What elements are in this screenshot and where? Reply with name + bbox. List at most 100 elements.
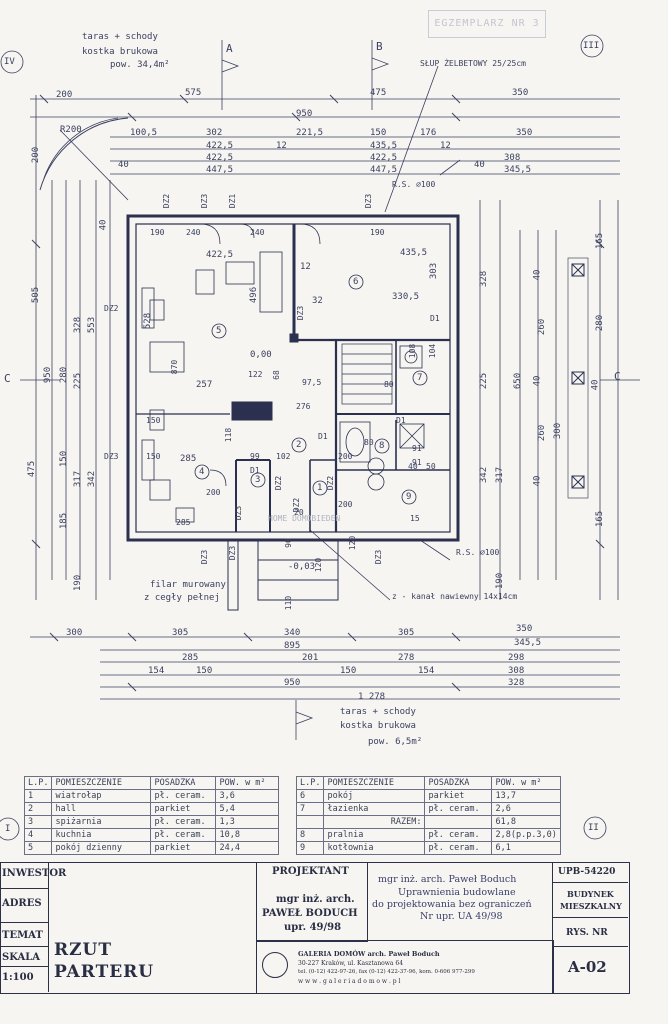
terrace-top-line1: taras + schody xyxy=(82,32,158,42)
room-number: 6 xyxy=(353,277,359,287)
dim-left: 553 xyxy=(87,316,98,334)
terrace-top-line2: kostka brukowa xyxy=(82,47,158,57)
table-header-row: L.P. POMIESZCZENIE POSADZKA POW. w m² xyxy=(23,776,280,790)
dim-top: 302 xyxy=(206,128,223,138)
dim-top: 221,5 xyxy=(296,128,324,138)
cell: spiżarnia xyxy=(51,815,152,829)
cell: 2 xyxy=(23,802,53,816)
dim-top: 422,5 xyxy=(370,153,398,163)
section-label-c-right: C xyxy=(614,370,621,383)
cell: RAZEM: xyxy=(323,815,426,829)
cell: pralnia xyxy=(323,828,426,842)
section-label-b: B xyxy=(376,40,383,53)
room-number: 9 xyxy=(406,492,412,502)
dim-interior: 12 xyxy=(300,262,311,272)
dim-bottom: 328 xyxy=(508,678,525,688)
cell: 9 xyxy=(295,841,325,855)
signature-stamp-1: mgr inż. arch. Paweł Boduch xyxy=(378,874,517,885)
dim-right: 260 xyxy=(537,318,548,336)
terrace-top-line3: pow. 34,4m² xyxy=(110,60,170,70)
room-number: 8 xyxy=(379,441,385,451)
dim-interior: 240 xyxy=(250,228,265,237)
dim-interior: 104 xyxy=(428,343,438,359)
label-investor: INWESTOR xyxy=(2,868,67,879)
dim-interior: 110 xyxy=(284,595,294,611)
dim-bottom: 150 xyxy=(340,666,357,676)
axis-label-ii: II xyxy=(588,823,599,833)
cell: 6,1 xyxy=(491,841,562,855)
dim-top: 200 xyxy=(56,90,73,100)
title-block-right xyxy=(552,862,630,994)
dim-bottom: 350 xyxy=(516,624,533,634)
gallery-logo-icon xyxy=(262,952,288,978)
note-channel: z - kanał nawiewny 14x14cm xyxy=(392,592,518,601)
header-cell: POW. w m² xyxy=(491,776,562,790)
table-header-row: L.P. POMIESZCZENIE POSADZKA POW. w m² xyxy=(295,776,562,790)
dim-left: 225 xyxy=(73,372,84,390)
header-cell: L.P. xyxy=(295,776,325,790)
cell: pł. ceram. xyxy=(150,815,217,829)
dim-bottom: 154 xyxy=(418,666,435,676)
title-block-divider xyxy=(552,946,628,947)
dim-interior: 97,5 xyxy=(302,378,322,387)
dim-right: 342 xyxy=(479,466,490,484)
dim-interior: 276 xyxy=(296,402,311,411)
axis-label-iii: III xyxy=(583,41,600,51)
building-type-2: MIESZKALNY xyxy=(560,901,622,911)
door-label: D1 xyxy=(318,432,328,441)
dim-interior: 50 xyxy=(426,462,436,471)
cell xyxy=(295,815,325,829)
cell: parkiet xyxy=(150,802,217,816)
door-label: D1 xyxy=(430,314,440,323)
dim-bottom: 201 xyxy=(302,653,319,663)
dim-interior: 200 xyxy=(338,500,353,509)
room-number: 4 xyxy=(199,467,205,477)
dim-right: 40 xyxy=(532,269,543,281)
dim-right: 317 xyxy=(495,466,506,484)
dim-bottom: 300 xyxy=(66,628,83,638)
dim-bottom: 150 xyxy=(196,666,213,676)
dim-interior: 200 xyxy=(338,452,353,461)
room-number: 2 xyxy=(296,440,302,450)
dim-top: 100,5 xyxy=(130,128,158,138)
dim-interior: 257 xyxy=(196,380,213,390)
door-label: DZ3 xyxy=(374,549,384,565)
cell: pokój dzienny xyxy=(51,841,152,855)
dim-interior: 20 xyxy=(294,508,304,517)
dim-top: 447,5 xyxy=(206,165,234,175)
dim-bottom: 895 xyxy=(284,641,301,651)
room-number: 5 xyxy=(216,326,222,336)
door-label: DZ3 xyxy=(200,549,210,565)
terrace-bottom-line1: taras + schody xyxy=(340,707,416,717)
cell: pł. ceram. xyxy=(150,828,217,842)
dim-interior: 200 xyxy=(206,488,221,497)
cell: pł. ceram. xyxy=(424,828,493,842)
dim-interior: 118 xyxy=(224,427,234,443)
dim-interior: 528 xyxy=(143,312,154,330)
drawing-number-label: RYS. NR xyxy=(566,928,608,938)
dim-right: 165 xyxy=(595,232,606,250)
dim-bottom: 308 xyxy=(508,666,525,676)
gallery-website: w w w . g a l e r i a d o m o w . p l xyxy=(298,978,401,985)
door-label: DZ2 xyxy=(274,475,284,491)
cell xyxy=(424,815,493,829)
dim-interior: 80 xyxy=(364,438,374,447)
dim-bottom: 340 xyxy=(284,628,301,638)
dim-interior: 102 xyxy=(276,452,291,461)
cell: 5 xyxy=(23,841,53,855)
title-block-designer xyxy=(256,862,368,942)
header-cell: POW. w m² xyxy=(215,776,280,790)
cell: 4 xyxy=(23,828,53,842)
level-entrance: -0,03 xyxy=(288,562,316,572)
cell: 3,6 xyxy=(215,789,280,803)
cell: 1 xyxy=(23,789,53,803)
door-label: DZ3 xyxy=(234,505,244,521)
title-block-gallery xyxy=(256,940,554,994)
dim-interior: 240 xyxy=(186,228,201,237)
dim-right: 328 xyxy=(479,270,490,288)
door-label: DZ3 xyxy=(364,193,374,209)
